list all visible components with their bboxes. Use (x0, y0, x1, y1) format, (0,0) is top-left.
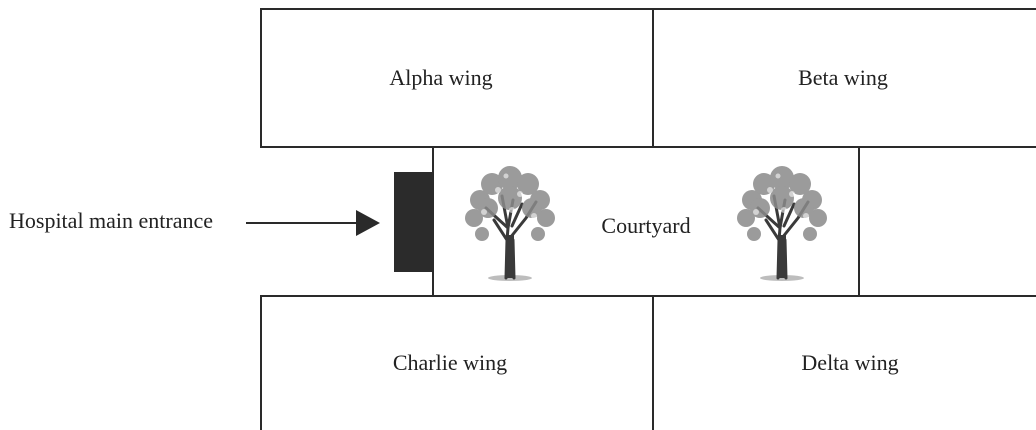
tree-icon (737, 166, 827, 281)
charlie-wing-label: Charlie wing (392, 350, 508, 375)
courtyard-label: Courtyard (601, 213, 691, 238)
hospital-main-entrance-label: Hospital main entrance (9, 208, 214, 233)
tree-icon (465, 166, 555, 281)
delta-wing-box (652, 295, 1036, 430)
beta-wing-box (652, 8, 1036, 148)
arrow-right-icon (246, 210, 380, 236)
beta-wing-label: Beta wing (798, 65, 888, 90)
alpha-wing-label: Alpha wing (389, 65, 493, 90)
delta-wing-label: Delta wing (801, 350, 899, 375)
main-entrance-door (394, 172, 433, 272)
